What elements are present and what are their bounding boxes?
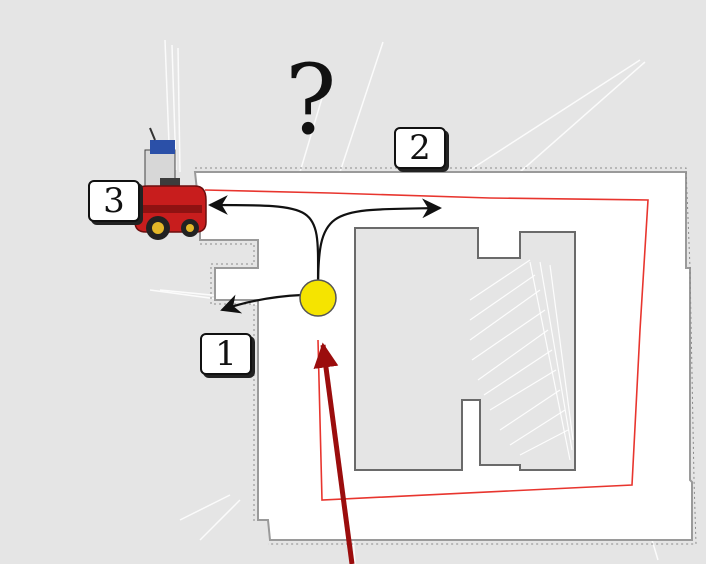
question-mark: ? [285,44,337,156]
option-label-2: 2 [394,127,446,169]
option-label-1: 1 [200,333,252,375]
mobile-robot-icon [134,127,207,240]
trajectory-path [204,189,649,501]
inner-rays [469,259,574,461]
branch-arrows [208,195,442,314]
incoming-arrow [313,342,355,564]
laser-streaks [149,39,659,564]
option-label-3: 3 [88,180,140,222]
robot-position-marker [299,279,337,317]
inner-block [354,227,576,471]
wall-speckle [195,167,697,545]
